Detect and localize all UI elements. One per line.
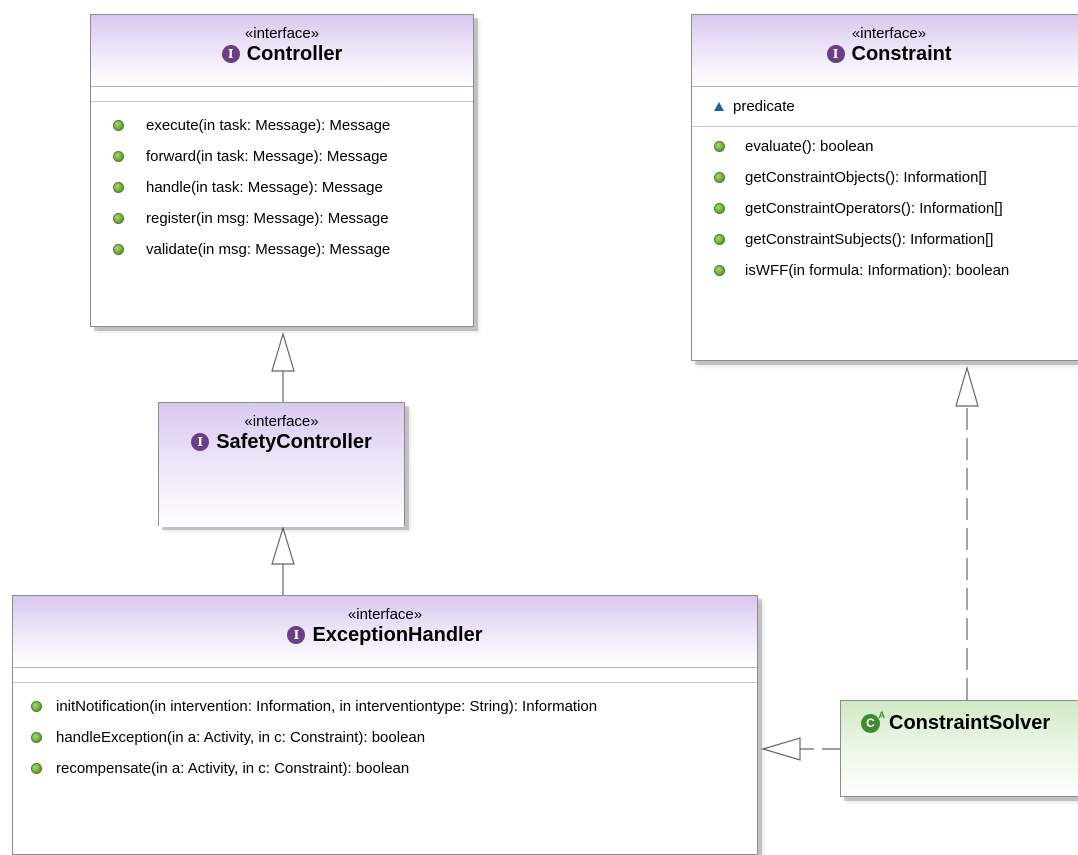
operation-row: register(in msg: Message): Message <box>91 203 473 234</box>
operation-signature: isWFF(in formula: Information): boolean <box>745 262 1010 279</box>
operation-row: validate(in msg: Message): Message <box>91 234 473 265</box>
public-operation-icon <box>113 151 124 162</box>
operation-row: getConstraintObjects(): Information[] <box>692 162 1078 193</box>
public-operation-icon <box>113 213 124 224</box>
public-operation-icon <box>714 265 725 276</box>
interface-name: SafetyController <box>216 431 372 453</box>
operation-row: isWFF(in formula: Information): boolean <box>692 255 1078 286</box>
class-name: I Constraint <box>692 42 1078 66</box>
public-operation-icon <box>31 701 42 712</box>
interface-icon: I <box>191 433 210 451</box>
operation-signature: getConstraintSubjects(): Information[] <box>745 231 994 248</box>
operation-row: recompensate(in a: Activity, in c: Const… <box>13 753 757 784</box>
stereotype-label: «interface» <box>347 606 423 623</box>
realization-arrowhead-constraint <box>955 365 979 407</box>
public-operation-icon <box>714 203 725 214</box>
class-name: I SafetyController <box>159 430 404 454</box>
interface-icon: I <box>221 45 240 63</box>
interface-name: Controller <box>246 43 343 65</box>
operation-signature: forward(in task: Message): Message <box>146 148 388 165</box>
public-operation-icon <box>31 763 42 774</box>
operation-row: initNotification(in intervention: Inform… <box>13 691 757 722</box>
stereotype-label: «interface» <box>851 25 927 42</box>
operation-signature: getConstraintOperators(): Information[] <box>745 200 1003 217</box>
controller-header: «interface» I Controller <box>91 15 473 87</box>
attribute-name: predicate <box>733 97 795 115</box>
exception-handler-interface-box[interactable]: «interface» I ExceptionHandler initNotif… <box>12 595 758 855</box>
operation-signature: register(in msg: Message): Message <box>146 210 389 227</box>
operation-signature: recompensate(in a: Activity, in c: Const… <box>56 760 410 777</box>
constraint-header: «interface» I Constraint <box>692 15 1078 87</box>
class-badge-letter: C <box>866 716 875 730</box>
operation-signature: validate(in msg: Message): Message <box>146 241 391 258</box>
realization-arrowhead-exception <box>760 737 801 761</box>
operation-row: getConstraintOperators(): Information[] <box>692 193 1078 224</box>
operation-signature: evaluate(): boolean <box>745 138 874 155</box>
public-operation-icon <box>113 244 124 255</box>
operation-row: handleException(in a: Activity, in c: Co… <box>13 722 757 753</box>
operation-signature: handleException(in a: Activity, in c: Co… <box>56 729 426 746</box>
public-operation-icon <box>714 172 725 183</box>
operation-row: forward(in task: Message): Message <box>91 141 473 172</box>
attributes-compartment <box>91 87 473 102</box>
interface-icon: I <box>287 626 306 644</box>
public-operation-icon <box>714 141 725 152</box>
operation-signature: getConstraintObjects(): Information[] <box>745 169 987 186</box>
operation-row: getConstraintSubjects(): Information[] <box>692 224 1078 255</box>
interface-icon: I <box>826 45 845 63</box>
class-name: C A ConstraintSolver <box>841 701 1078 735</box>
public-operation-icon <box>714 234 725 245</box>
operation-row: handle(in task: Message): Message <box>91 172 473 203</box>
package-attribute-icon <box>714 101 724 111</box>
public-operation-icon <box>31 732 42 743</box>
safety-controller-header: «interface» I SafetyController <box>159 403 404 527</box>
operation-row: execute(in task: Message): Message <box>91 110 473 141</box>
public-operation-icon <box>113 182 124 193</box>
attributes-compartment <box>13 668 757 683</box>
constraint-interface-box[interactable]: «interface» I Constraint predicate evalu… <box>691 14 1078 361</box>
abstract-marker: A <box>878 709 886 720</box>
constraint-solver-class-box[interactable]: C A ConstraintSolver <box>840 700 1078 797</box>
abstract-class-icon: C A <box>861 710 885 733</box>
public-operation-icon <box>113 120 124 131</box>
operation-signature: execute(in task: Message): Message <box>146 117 391 134</box>
exception-handler-header: «interface» I ExceptionHandler <box>13 596 757 668</box>
operations-compartment: evaluate(): boolean getConstraintObjects… <box>692 127 1078 286</box>
attributes-compartment: predicate <box>692 87 1078 127</box>
operations-compartment: initNotification(in intervention: Inform… <box>13 683 757 784</box>
class-name: I ExceptionHandler <box>13 623 757 647</box>
operation-signature: initNotification(in intervention: Inform… <box>56 698 598 715</box>
operation-row: evaluate(): boolean <box>692 131 1078 162</box>
safety-controller-interface-box[interactable]: «interface» I SafetyController <box>158 402 405 527</box>
class-name-text: ConstraintSolver <box>889 712 1051 734</box>
interface-name: Constraint <box>851 43 952 65</box>
attribute-row: predicate <box>692 90 1078 122</box>
controller-interface-box[interactable]: «interface» I Controller execute(in task… <box>90 14 474 327</box>
class-name: I Controller <box>91 42 473 66</box>
generalization-arrowhead-safety <box>271 525 295 565</box>
generalization-arrowhead-controller <box>271 331 295 372</box>
interface-name: ExceptionHandler <box>312 624 483 646</box>
operation-signature: handle(in task: Message): Message <box>146 179 383 196</box>
operations-compartment: execute(in task: Message): Message forwa… <box>91 102 473 265</box>
stereotype-label: «interface» <box>244 25 320 42</box>
stereotype-label: «interface» <box>244 413 319 430</box>
